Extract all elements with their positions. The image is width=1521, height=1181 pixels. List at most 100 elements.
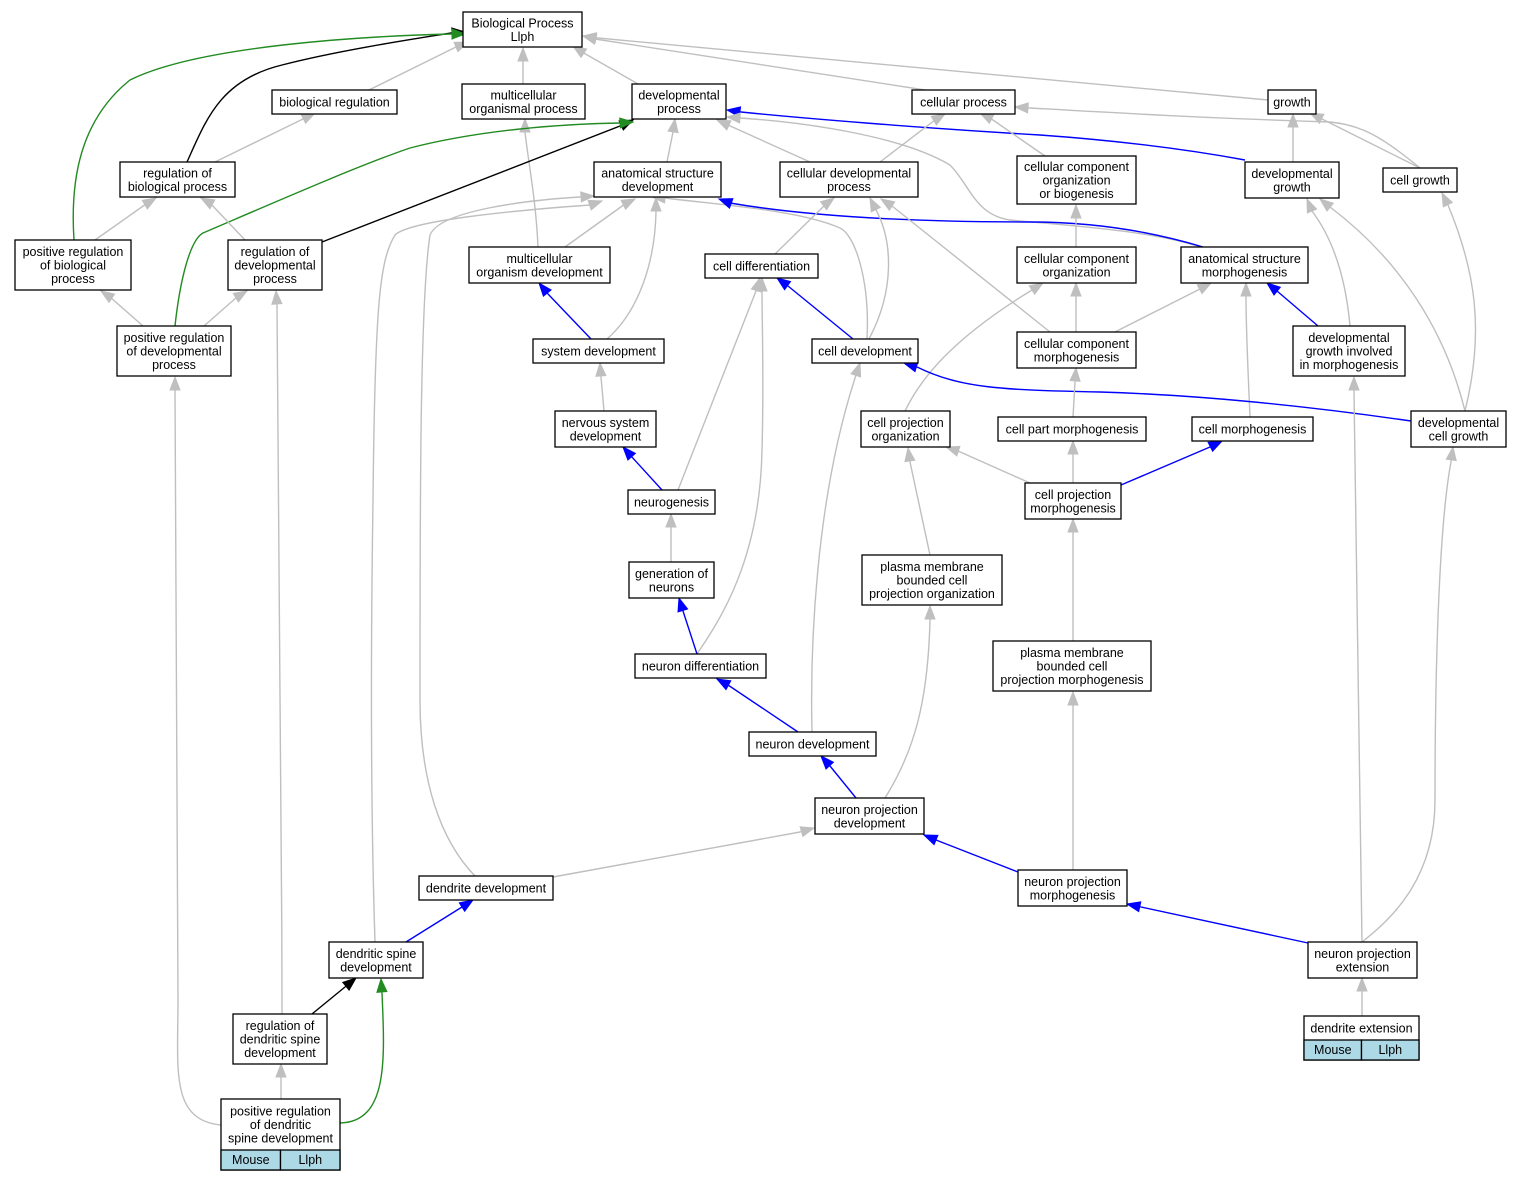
edge-positively-regulates-posregdev-to-devproc [174,117,635,327]
arrowhead [1069,366,1081,382]
term-label-line: cell growth [1390,174,1450,188]
edge-part-of-cprojmorph-to-cellmorph [1120,440,1224,486]
term-box [1410,410,1507,448]
term-label-line: developmental [1251,167,1332,181]
term-label-line: cell projection [867,416,943,430]
go-term-cellgrowth[interactable]: cell growth [1382,167,1458,193]
term-label-line: cell projection [1035,488,1111,502]
go-term-cellproc[interactable]: cellular process [911,89,1016,115]
term-box [748,731,877,757]
term-box [1180,246,1309,284]
term-label-line: of biological [40,259,106,273]
go-term-neurodiff[interactable]: neuron differentiation [634,653,767,679]
edge-is-a-multidev-to-multiproc [519,117,539,248]
term-box [1307,941,1418,979]
term-label-line: spine development [228,1132,333,1146]
arrowhead [930,113,947,126]
arrowhead [677,596,689,613]
edge-layer [72,27,1477,1126]
edge-part-of-sysdev-to-multidev [538,281,592,340]
go-term-sysdev[interactable]: system development [532,338,665,364]
edge-is-a-pmbcporg-to-cprojorg [904,446,931,556]
term-box [271,89,398,115]
edge-is-a-posregdev-to-posregbio [99,290,144,327]
term-label-line: organization [1042,174,1110,188]
arrowhead [922,834,939,846]
term-label-line: projection morphogenesis [1000,673,1143,687]
arrowhead [820,754,835,770]
term-label-line: dendritic spine [240,1033,321,1047]
edge-regulates-regdev-to-devproc [321,119,635,243]
arrowhead [1240,281,1252,297]
species-tag-cell [1360,1039,1420,1061]
arrowhead [1207,440,1224,453]
term-label-line: projection organization [869,587,995,601]
term-box [1024,482,1122,520]
arrowhead [99,290,116,304]
term-box [1292,325,1406,377]
arrowhead [1348,375,1360,391]
arrowhead [620,198,637,211]
arrowhead [1067,517,1079,533]
go-term-bioreg[interactable]: biological regulation [271,89,398,115]
term-label-line: development [622,180,694,194]
edge-is-a-celldiff-to-celldevproc [774,197,836,255]
arrowhead [1318,198,1335,212]
term-box [1382,167,1458,193]
term-label-line: regulation of [241,245,310,259]
go-term-cellmorph[interactable]: cell morphogenesis [1191,416,1314,442]
edge-is-a-ccmorph-to-ccorg [1070,281,1082,332]
go-term-growth[interactable]: growth [1267,89,1317,115]
edge-is-a-cpartmorph-to-ccmorph [1069,366,1081,418]
arrowhead [1308,112,1325,125]
term-label-line: neuron projection [821,803,918,817]
edge-is-a-regdev-to-regbio [199,197,246,241]
go-term-denddev[interactable]: dendrite development [418,875,554,901]
term-label-line: anatomical structure [1188,252,1301,266]
term-box [628,561,715,599]
term-label-line: extension [1336,960,1390,974]
edge-is-a-celldevproc-to-cellproc [879,113,947,163]
go-term-neurodev[interactable]: neuron development [748,731,877,757]
arrowhead [519,117,531,133]
arrowhead [944,445,961,457]
go-term-cpartmorph[interactable]: cell part morphogenesis [997,416,1147,442]
edge-is-a-cprojmorph-to-cpartmorph [1067,439,1079,483]
arrowhead [1070,281,1082,297]
go-term-celldev[interactable]: cell development [811,338,919,364]
go-term-celldiff[interactable]: cell differentiation [704,253,819,279]
arrowhead [667,117,679,134]
term-label-line: growth involved [1306,345,1393,359]
go-term-neurogenesis[interactable]: neurogenesis [627,489,716,515]
